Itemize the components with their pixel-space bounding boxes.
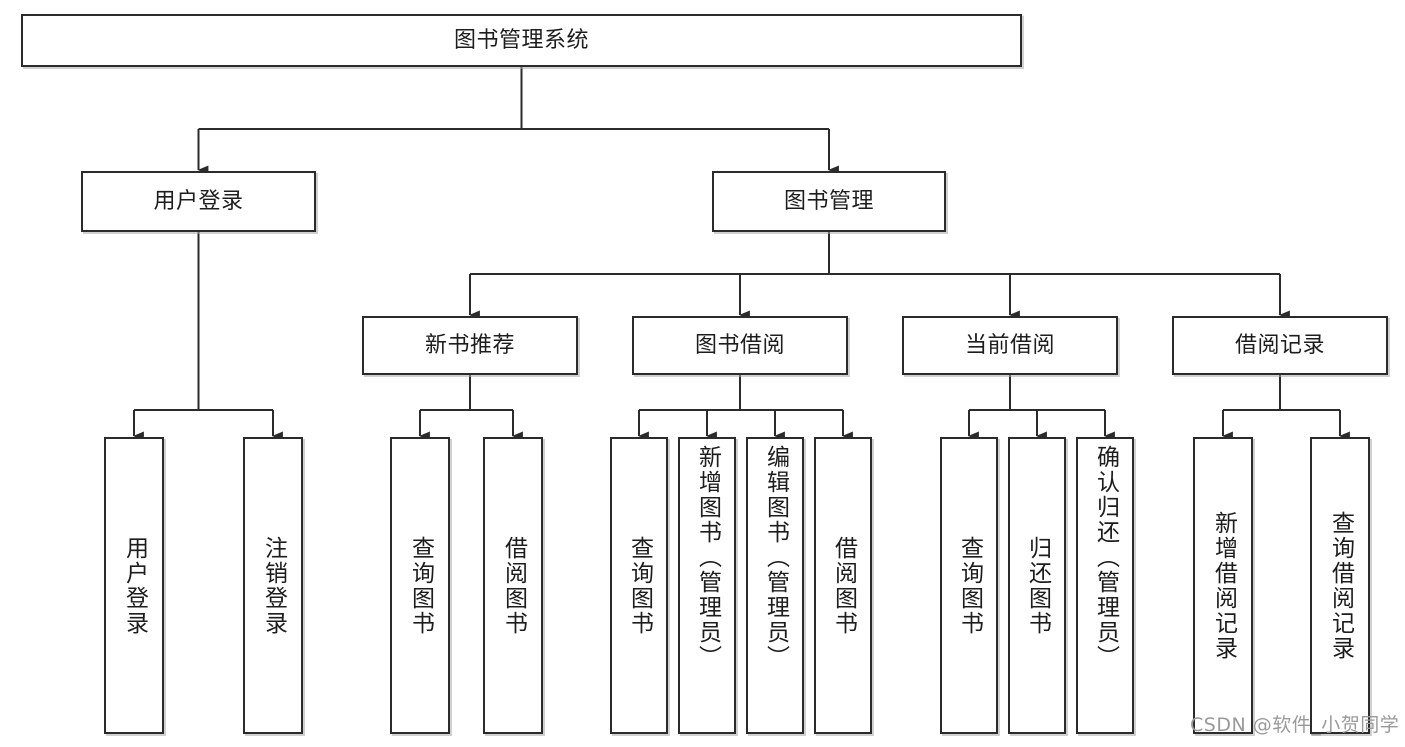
node-label-leaf-bb-query: 查询图书 <box>626 535 653 636</box>
node-label-borrow-record: 借阅记录 <box>1234 332 1325 358</box>
node-leaf-br-query[interactable]: 查询借阅记录 <box>1310 437 1370 734</box>
node-leaf-bb-query[interactable]: 查询图书 <box>610 437 668 734</box>
node-leaf-rec-borrow[interactable]: 借阅图书 <box>483 437 543 734</box>
node-leaf-cb-query[interactable]: 查询图书 <box>940 437 998 734</box>
node-leaf-bb-add[interactable]: 新增图书（管理员） <box>678 437 736 734</box>
node-label-root: 图书管理系统 <box>453 27 589 53</box>
node-user-login[interactable]: 用户登录 <box>81 171 316 232</box>
node-leaf-user-login[interactable]: 用户登录 <box>104 437 164 734</box>
node-leaf-user-logout[interactable]: 注销登录 <box>243 437 303 734</box>
node-label-leaf-rec-borrow: 借阅图书 <box>500 535 527 636</box>
node-label-user-login: 用户登录 <box>153 188 244 214</box>
node-label-leaf-bb-edit: 编辑图书（管理员） <box>762 445 789 670</box>
node-leaf-br-add[interactable]: 新增借阅记录 <box>1193 437 1253 734</box>
node-label-leaf-br-query: 查询借阅记录 <box>1327 510 1354 661</box>
node-current-borrow[interactable]: 当前借阅 <box>902 316 1118 375</box>
node-label-leaf-user-logout: 注销登录 <box>260 535 287 636</box>
node-leaf-cb-confirm[interactable]: 确认归还（管理员） <box>1076 437 1134 734</box>
node-label-leaf-cb-confirm: 确认归还（管理员） <box>1092 445 1119 670</box>
node-label-leaf-rec-query: 查询图书 <box>407 535 434 636</box>
node-leaf-rec-query[interactable]: 查询图书 <box>390 437 450 734</box>
node-label-leaf-user-login: 用户登录 <box>121 535 148 636</box>
node-label-leaf-bb-borrow: 借阅图书 <box>830 535 857 636</box>
node-leaf-bb-borrow[interactable]: 借阅图书 <box>814 437 872 734</box>
node-label-book-manage: 图书管理 <box>783 188 874 214</box>
node-borrow-record[interactable]: 借阅记录 <box>1172 316 1388 375</box>
node-leaf-cb-return[interactable]: 归还图书 <box>1008 437 1066 734</box>
node-label-leaf-cb-return: 归还图书 <box>1024 535 1051 636</box>
node-leaf-bb-edit[interactable]: 编辑图书（管理员） <box>746 437 804 734</box>
node-label-leaf-cb-query: 查询图书 <box>956 535 983 636</box>
node-book-manage[interactable]: 图书管理 <box>712 171 946 232</box>
node-label-book-borrow: 图书借阅 <box>694 332 785 358</box>
node-label-leaf-bb-add: 新增图书（管理员） <box>694 445 721 670</box>
node-new-book-rec[interactable]: 新书推荐 <box>362 316 578 375</box>
node-label-new-book-rec: 新书推荐 <box>424 332 515 358</box>
node-label-current-borrow: 当前借阅 <box>964 332 1055 358</box>
node-label-leaf-br-add: 新增借阅记录 <box>1210 510 1237 661</box>
node-book-borrow[interactable]: 图书借阅 <box>632 316 848 375</box>
node-root[interactable]: 图书管理系统 <box>21 14 1022 67</box>
